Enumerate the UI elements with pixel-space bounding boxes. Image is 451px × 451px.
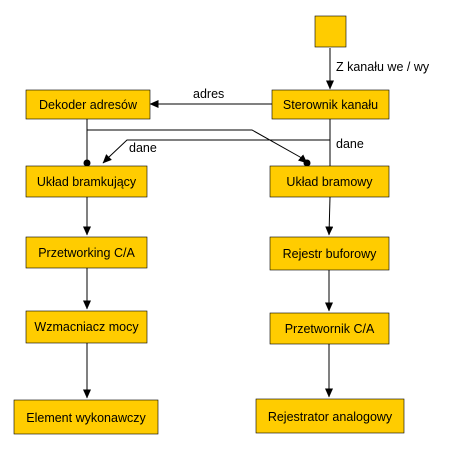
node-uklad-bramkujacy: Układ bramkujący [25, 165, 148, 198]
node-przetworking: Przetworking C/A [25, 236, 148, 269]
node-label: Sterownik kanału [283, 98, 378, 112]
edge-label-dane-left: dane [129, 141, 157, 155]
node-uklad-bramowy: Układ bramowy [269, 165, 390, 198]
edge-label-dane-right: dane [336, 137, 364, 151]
node-label: Rejestr buforowy [283, 247, 378, 261]
node-label: Układ bramowy [286, 175, 373, 189]
junction-dot-left [83, 159, 91, 167]
node-rejestr-buforowy: Rejestr buforowy [269, 236, 390, 271]
edge-uklad-bramowy-to-rejestr [325, 196, 334, 236]
node-element-wykonawczy: Element wykonawczy [13, 399, 159, 435]
node-wzmacniacz-mocy: Wzmacniacz mocy [25, 310, 148, 344]
node-dekoder-adresow: Dekoder adresów [25, 89, 151, 120]
node-label: Element wykonawczy [26, 411, 146, 425]
source-node [314, 15, 347, 48]
node-label: Wzmacniacz mocy [34, 320, 139, 334]
node-label: Dekoder adresów [39, 98, 138, 112]
node-rejestrator-analogowy: Rejestrator analogowy [255, 398, 405, 434]
node-przetwornik: Przetwornik C/A [269, 312, 390, 345]
node-sterownik-kanalu: Sterownik kanału [271, 89, 390, 120]
node-label: Układ bramkujący [37, 175, 137, 189]
junction-dot-right [303, 159, 311, 167]
node-label: Przetworking C/A [38, 246, 135, 260]
node-label: Przetwornik C/A [285, 322, 375, 336]
edge-label-input: Z kanału we / wy [336, 60, 430, 74]
node-label: Rejestrator analogowy [268, 410, 393, 424]
edge-label-adres: adres [193, 87, 224, 101]
